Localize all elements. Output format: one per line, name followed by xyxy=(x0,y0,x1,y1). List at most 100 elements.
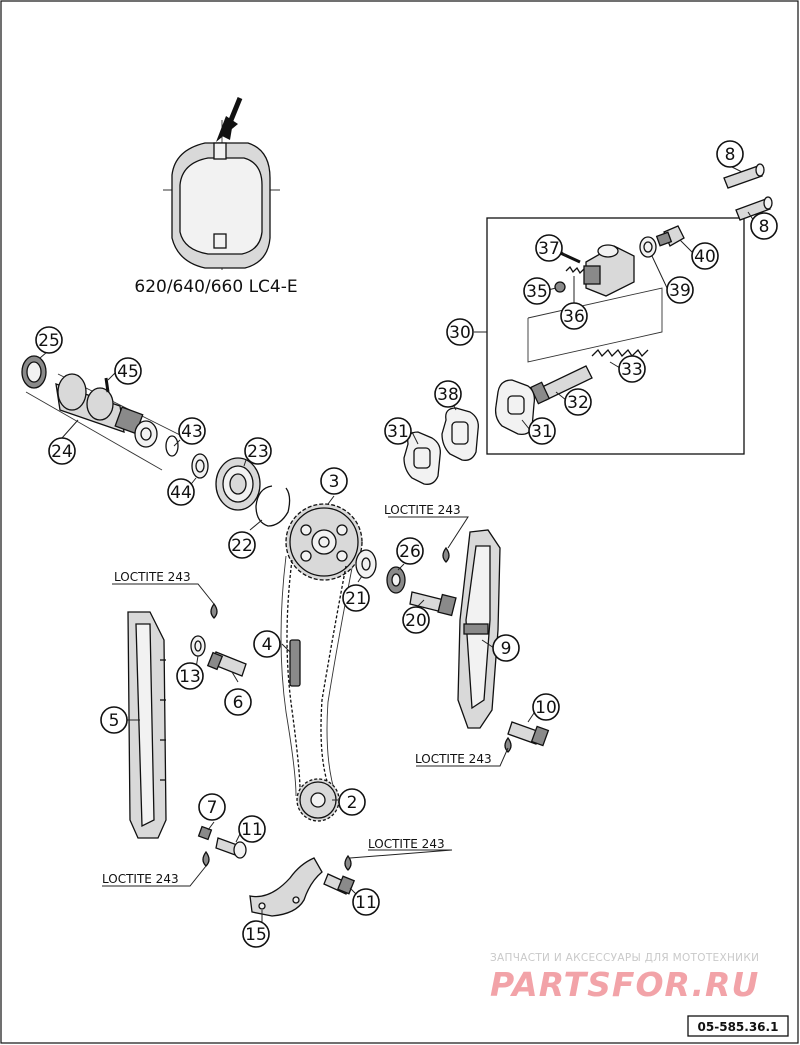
callout: 22 xyxy=(228,531,256,559)
callout: 2 xyxy=(338,788,366,816)
callout: 38 xyxy=(434,380,462,408)
svg-text:20: 20 xyxy=(405,611,427,631)
callout: 31 xyxy=(528,417,556,445)
svg-text:10: 10 xyxy=(535,698,557,718)
crankshaft-sprocket-2 xyxy=(296,778,340,822)
callout: 6 xyxy=(224,688,252,716)
svg-text:24: 24 xyxy=(51,442,73,462)
svg-text:45: 45 xyxy=(117,362,139,382)
callout: 21 xyxy=(342,584,370,612)
camshaft-assembly xyxy=(21,355,209,479)
svg-text:13: 13 xyxy=(179,667,201,687)
svg-text:15: 15 xyxy=(245,925,267,945)
svg-text:36: 36 xyxy=(563,307,585,327)
timing-chain xyxy=(280,555,353,797)
nut-26 xyxy=(386,566,406,594)
loctite-note: LOCTITE 243 xyxy=(102,872,179,886)
callout: 44 xyxy=(167,478,195,506)
bolt-6-and-washer-13 xyxy=(190,602,247,677)
svg-text:31: 31 xyxy=(531,422,553,442)
callout: 37 xyxy=(535,234,563,262)
loctite-note: LOCTITE 243 xyxy=(415,752,492,766)
camshaft-sprocket-3 xyxy=(285,503,363,581)
callout: 40 xyxy=(691,242,719,270)
callout: 7 xyxy=(198,793,226,821)
loctite-note: LOCTITE 243 xyxy=(384,503,461,517)
callout: 11 xyxy=(352,888,380,916)
callout: 30 xyxy=(446,318,474,346)
svg-text:25: 25 xyxy=(38,331,60,351)
svg-text:32: 32 xyxy=(567,393,589,413)
svg-text:23: 23 xyxy=(247,442,269,462)
callout: 8 xyxy=(716,140,744,168)
svg-text:33: 33 xyxy=(621,360,643,380)
svg-text:31: 31 xyxy=(387,422,409,442)
tensioner-rail-9 xyxy=(457,529,501,729)
watermark-brand: PARTSFOR.RU xyxy=(490,965,759,1004)
svg-text:35: 35 xyxy=(526,282,548,302)
svg-text:2: 2 xyxy=(347,793,358,813)
svg-text:8: 8 xyxy=(759,217,770,237)
callout: 24 xyxy=(48,437,76,465)
svg-text:44: 44 xyxy=(170,483,192,503)
callout: 4 xyxy=(253,630,281,658)
callout: 32 xyxy=(564,388,592,416)
svg-text:5: 5 xyxy=(109,711,120,731)
callout: 15 xyxy=(242,920,270,948)
svg-text:6: 6 xyxy=(233,693,244,713)
callout: 20 xyxy=(402,606,430,634)
callout: 31 xyxy=(384,417,412,445)
loctite-note: LOCTITE 243 xyxy=(368,837,445,851)
callout: 45 xyxy=(114,357,142,385)
ball-bearing-23 xyxy=(215,457,261,511)
callout: 8 xyxy=(750,212,778,240)
svg-text:22: 22 xyxy=(231,536,253,556)
reference-code: 05-585.36.1 xyxy=(698,1020,779,1034)
camshaft-end-detail xyxy=(163,97,280,270)
engine-variant-label: 620/640/660 LC4-E xyxy=(134,277,297,297)
svg-text:38: 38 xyxy=(437,385,459,405)
bolt-20 xyxy=(409,546,457,617)
circlip-22 xyxy=(255,485,291,527)
chain-guide-5 xyxy=(127,611,167,839)
bolt-10 xyxy=(504,721,550,753)
bolt-11-bracket xyxy=(323,854,356,895)
svg-text:21: 21 xyxy=(345,589,367,609)
reference-code-box xyxy=(687,1015,789,1037)
guide-block-4 xyxy=(289,639,301,687)
callout: 13 xyxy=(176,662,204,690)
svg-text:30: 30 xyxy=(449,323,471,343)
svg-text:26: 26 xyxy=(399,542,421,562)
washer-21 xyxy=(355,549,377,579)
callout: 11 xyxy=(238,815,266,843)
bracket-15 xyxy=(249,857,323,917)
callout: 23 xyxy=(244,437,272,465)
callout: 5 xyxy=(100,706,128,734)
callout: 43 xyxy=(178,417,206,445)
svg-text:40: 40 xyxy=(694,247,716,267)
watermark-tagline: ЗАПЧАСТИ И АКСЕССУАРЫ ДЛЯ МОТОТЕХНИКИ xyxy=(490,952,759,964)
svg-text:43: 43 xyxy=(181,422,203,442)
callout: 25 xyxy=(35,326,63,354)
callout: 9 xyxy=(492,634,520,662)
callout: 36 xyxy=(560,302,588,330)
svg-text:39: 39 xyxy=(669,281,691,301)
svg-text:8: 8 xyxy=(725,145,736,165)
callout: 3 xyxy=(320,467,348,495)
loctite-note: LOCTITE 243 xyxy=(114,570,191,584)
callout: 35 xyxy=(523,277,551,305)
svg-text:11: 11 xyxy=(355,893,377,913)
callout: 39 xyxy=(666,276,694,304)
callout: 10 xyxy=(532,693,560,721)
callout: 26 xyxy=(396,537,424,565)
svg-text:7: 7 xyxy=(207,798,218,818)
callout: 33 xyxy=(618,355,646,383)
svg-text:4: 4 xyxy=(262,635,273,655)
svg-text:3: 3 xyxy=(329,472,340,492)
tensioner-group xyxy=(403,163,773,485)
svg-text:37: 37 xyxy=(538,239,560,259)
svg-text:9: 9 xyxy=(501,639,512,659)
nut-7-bolt-11-lower xyxy=(197,825,247,867)
